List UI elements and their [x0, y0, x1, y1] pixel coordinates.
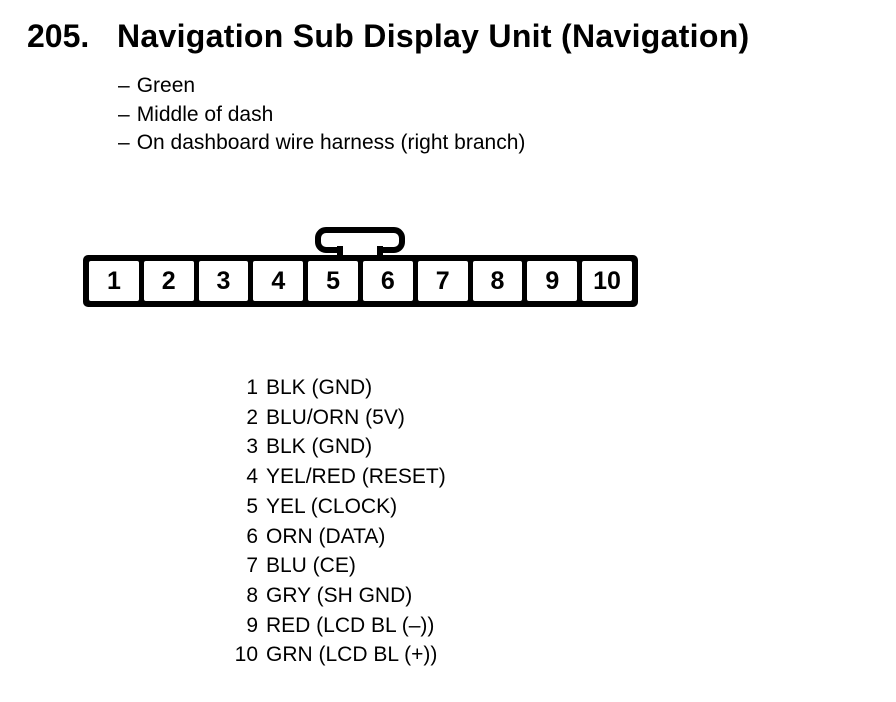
pinout-wire-label: BLU/ORN (5V) [266, 405, 405, 429]
pin-cell-8: 8 [472, 261, 523, 301]
pinout-pin-number: 6 [246, 524, 258, 548]
pin-number: 3 [216, 266, 231, 295]
pinout-row: 1 BLK (GND) [228, 373, 446, 403]
pinout-wire-label: YEL/RED (RESET) [266, 465, 446, 489]
pinout-row: 4 YEL/RED (RESET) [228, 462, 446, 492]
pin-number: 6 [380, 266, 395, 295]
pin-cell-9: 9 [527, 261, 578, 301]
pin-number: 9 [545, 266, 560, 295]
pinout-pin-number: 1 [246, 376, 258, 399]
pinout-pin-number: 10 [234, 643, 258, 667]
pin-cell-10: 10 [582, 261, 632, 301]
dash-prefix: – [118, 74, 130, 97]
pin-cell-5: 5 [308, 261, 358, 301]
pinout-wire-label: GRN (LCD BL (+)) [266, 643, 438, 667]
pin-cell-7: 7 [417, 261, 468, 301]
pinout-row: 5 YEL (CLOCK) [228, 492, 446, 522]
pinout-wire-label: RED (LCD BL (–)) [266, 613, 435, 637]
pin-number: 10 [593, 266, 621, 295]
pinout-pin-number: 9 [246, 613, 258, 637]
pin-number: 2 [161, 266, 176, 295]
pinout-wire-label: ORN (DATA) [266, 524, 386, 548]
connector-lock-tab-stem [337, 246, 383, 255]
pin-cell-4: 4 [253, 261, 304, 301]
pin-number: 4 [271, 266, 286, 295]
pinout-row: 2 BLU/ORN (5V) [228, 403, 446, 433]
detail-item-location: – Middle of dash [118, 101, 525, 130]
detail-list: – Green – Middle of dash – On dashboard … [118, 72, 525, 158]
pinout-wire-label: BLK (GND) [266, 376, 373, 399]
pinout-row: 6 ORN (DATA) [228, 522, 446, 552]
pin-number: 1 [106, 266, 121, 295]
detail-text: Middle of dash [136, 102, 274, 126]
pinout-row: 9 RED (LCD BL (–)) [228, 611, 446, 641]
pin-cell-3: 3 [198, 261, 249, 301]
pin-cell-1: 1 [89, 261, 139, 301]
pinout-row: 8 GRY (SH GND) [228, 581, 446, 611]
section-number: 205. [27, 18, 90, 54]
page-title: 205. Navigation Sub Display Unit (Naviga… [27, 18, 750, 55]
pinout-pin-number: 5 [246, 494, 258, 518]
pinout-pin-number: 8 [246, 583, 258, 607]
pinout-wire-label: BLU (CE) [266, 554, 356, 578]
pin-number: 5 [326, 266, 341, 295]
pin-cell-2: 2 [143, 261, 194, 301]
pinout-pin-number: 3 [246, 435, 258, 459]
detail-item-color: – Green [118, 72, 525, 101]
pin-cell-6: 6 [362, 261, 413, 301]
pinout-wire-label: GRY (SH GND) [266, 583, 413, 607]
section-title: Navigation Sub Display Unit (Navigation) [117, 18, 750, 54]
detail-text: Green [136, 74, 196, 97]
pinout-wire-label: YEL (CLOCK) [266, 494, 398, 518]
pinout-row: 7 BLU (CE) [228, 551, 446, 581]
detail-text: On dashboard wire harness (right branch) [136, 131, 526, 154]
pinout-wire-label: BLK (GND) [266, 435, 373, 459]
dash-prefix: – [118, 131, 130, 154]
pinout-row: 10 GRN (LCD BL (+)) [228, 640, 446, 670]
pinout-row: 3 BLK (GND) [228, 432, 446, 462]
pinout-pin-number: 2 [246, 405, 258, 429]
detail-item-harness: – On dashboard wire harness (right branc… [118, 129, 525, 158]
pin-number: 8 [490, 266, 505, 295]
pinout-pin-number: 7 [246, 554, 258, 578]
dash-prefix: – [118, 102, 130, 126]
pin-number: 7 [435, 266, 450, 295]
connector-diagram: 1 2 3 4 5 6 7 8 9 10 [83, 255, 638, 307]
pinout-list: 1 BLK (GND) 2 BLU/ORN (5V) 3 BLK (GND) 4… [228, 373, 446, 670]
pinout-pin-number: 4 [246, 465, 258, 489]
